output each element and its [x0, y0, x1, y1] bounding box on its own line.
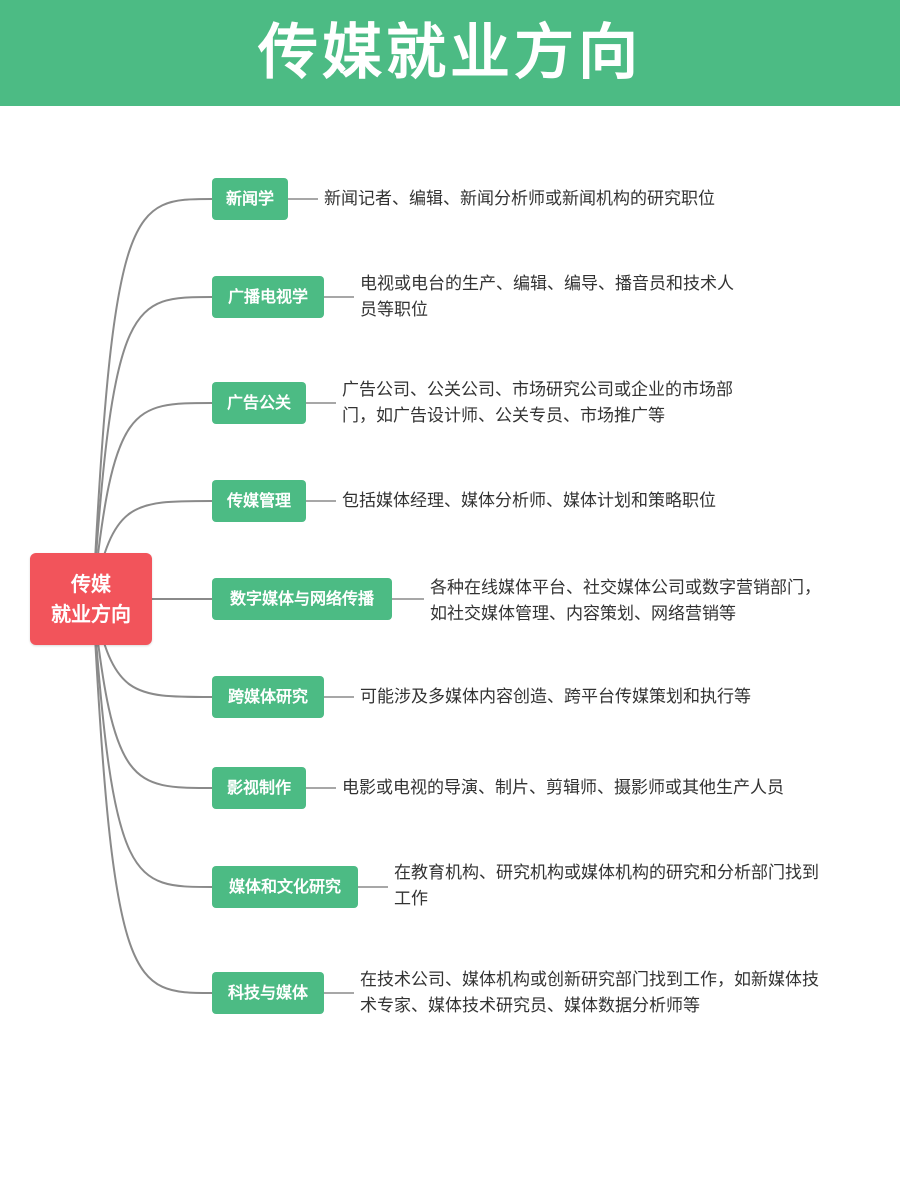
branch-node-journalism: 新闻学	[212, 178, 288, 220]
branch-desc-tech-media: 在技术公司、媒体机构或创新研究部门找到工作，如新媒体技 术专家、媒体技术研究员、…	[360, 967, 819, 1019]
desc-line: 电影或电视的导演、制片、剪辑师、摄影师或其他生产人员	[342, 778, 784, 798]
root-label-line1: 传媒	[71, 572, 111, 596]
desc-line: 电视或电台的生产、编辑、编导、播音员和技术人	[360, 274, 734, 294]
desc-line: 可能涉及多媒体内容创造、跨平台传媒策划和执行等	[360, 687, 751, 707]
root-to-branch-connector	[92, 198, 213, 600]
desc-line: 在技术公司、媒体机构或创新研究部门找到工作，如新媒体技	[360, 970, 819, 990]
desc-line: 术专家、媒体技术研究员、媒体数据分析师等	[360, 996, 700, 1016]
desc-line: 包括媒体经理、媒体分析师、媒体计划和策略职位	[342, 491, 716, 511]
branch-node-cross-media-research: 跨媒体研究	[212, 676, 324, 718]
branch-desc-media-management: 包括媒体经理、媒体分析师、媒体计划和策略职位	[342, 488, 716, 514]
branch-desc-cross-media-research: 可能涉及多媒体内容创造、跨平台传媒策划和执行等	[360, 684, 751, 710]
branch-node-digital-media: 数字媒体与网络传播	[212, 578, 392, 620]
desc-line: 员等职位	[360, 300, 428, 320]
root-to-branch-connector	[92, 296, 213, 600]
branch-node-media-culture-research: 媒体和文化研究	[212, 866, 358, 908]
branch-node-media-management: 传媒管理	[212, 480, 306, 522]
header-banner: 传媒就业方向	[0, 0, 900, 106]
branch-desc-advertising-pr: 广告公司、公关公司、市场研究公司或企业的市场部 门，如广告设计师、公关专员、市场…	[342, 377, 733, 429]
root-to-branch-connector	[92, 598, 213, 789]
desc-line: 门，如广告设计师、公关专员、市场推广等	[342, 406, 665, 426]
page-title: 传媒就业方向	[258, 18, 642, 88]
root-to-branch-connector	[92, 402, 213, 600]
branch-node-tech-media: 科技与媒体	[212, 972, 324, 1014]
branch-desc-digital-media: 各种在线媒体平台、社交媒体公司或数字营销部门， 如社交媒体管理、内容策划、网络营…	[430, 575, 821, 627]
branch-desc-film-production: 电影或电视的导演、制片、剪辑师、摄影师或其他生产人员	[342, 775, 784, 801]
branch-node-broadcasting: 广播电视学	[212, 276, 324, 318]
desc-line: 在教育机构、研究机构或媒体机构的研究和分析部门找到	[394, 863, 819, 883]
desc-line: 各种在线媒体平台、社交媒体公司或数字营销部门，	[430, 578, 821, 598]
branch-node-film-production: 影视制作	[212, 767, 306, 809]
branch-desc-media-culture-research: 在教育机构、研究机构或媒体机构的研究和分析部门找到 工作	[394, 860, 819, 912]
desc-line: 广告公司、公关公司、市场研究公司或企业的市场部	[342, 380, 733, 400]
branch-node-advertising-pr: 广告公关	[212, 382, 306, 424]
root-label-line2: 就业方向	[51, 602, 131, 626]
branch-desc-journalism: 新闻记者、编辑、新闻分析师或新闻机构的研究职位	[324, 186, 715, 212]
desc-line: 如社交媒体管理、内容策划、网络营销等	[430, 604, 736, 624]
root-to-branch-connector	[92, 598, 213, 888]
root-to-branch-connector	[92, 598, 213, 994]
branch-desc-broadcasting: 电视或电台的生产、编辑、编导、播音员和技术人 员等职位	[360, 271, 734, 323]
root-node: 传媒 就业方向	[30, 553, 152, 645]
desc-line: 新闻记者、编辑、新闻分析师或新闻机构的研究职位	[324, 189, 715, 209]
desc-line: 工作	[394, 889, 428, 909]
